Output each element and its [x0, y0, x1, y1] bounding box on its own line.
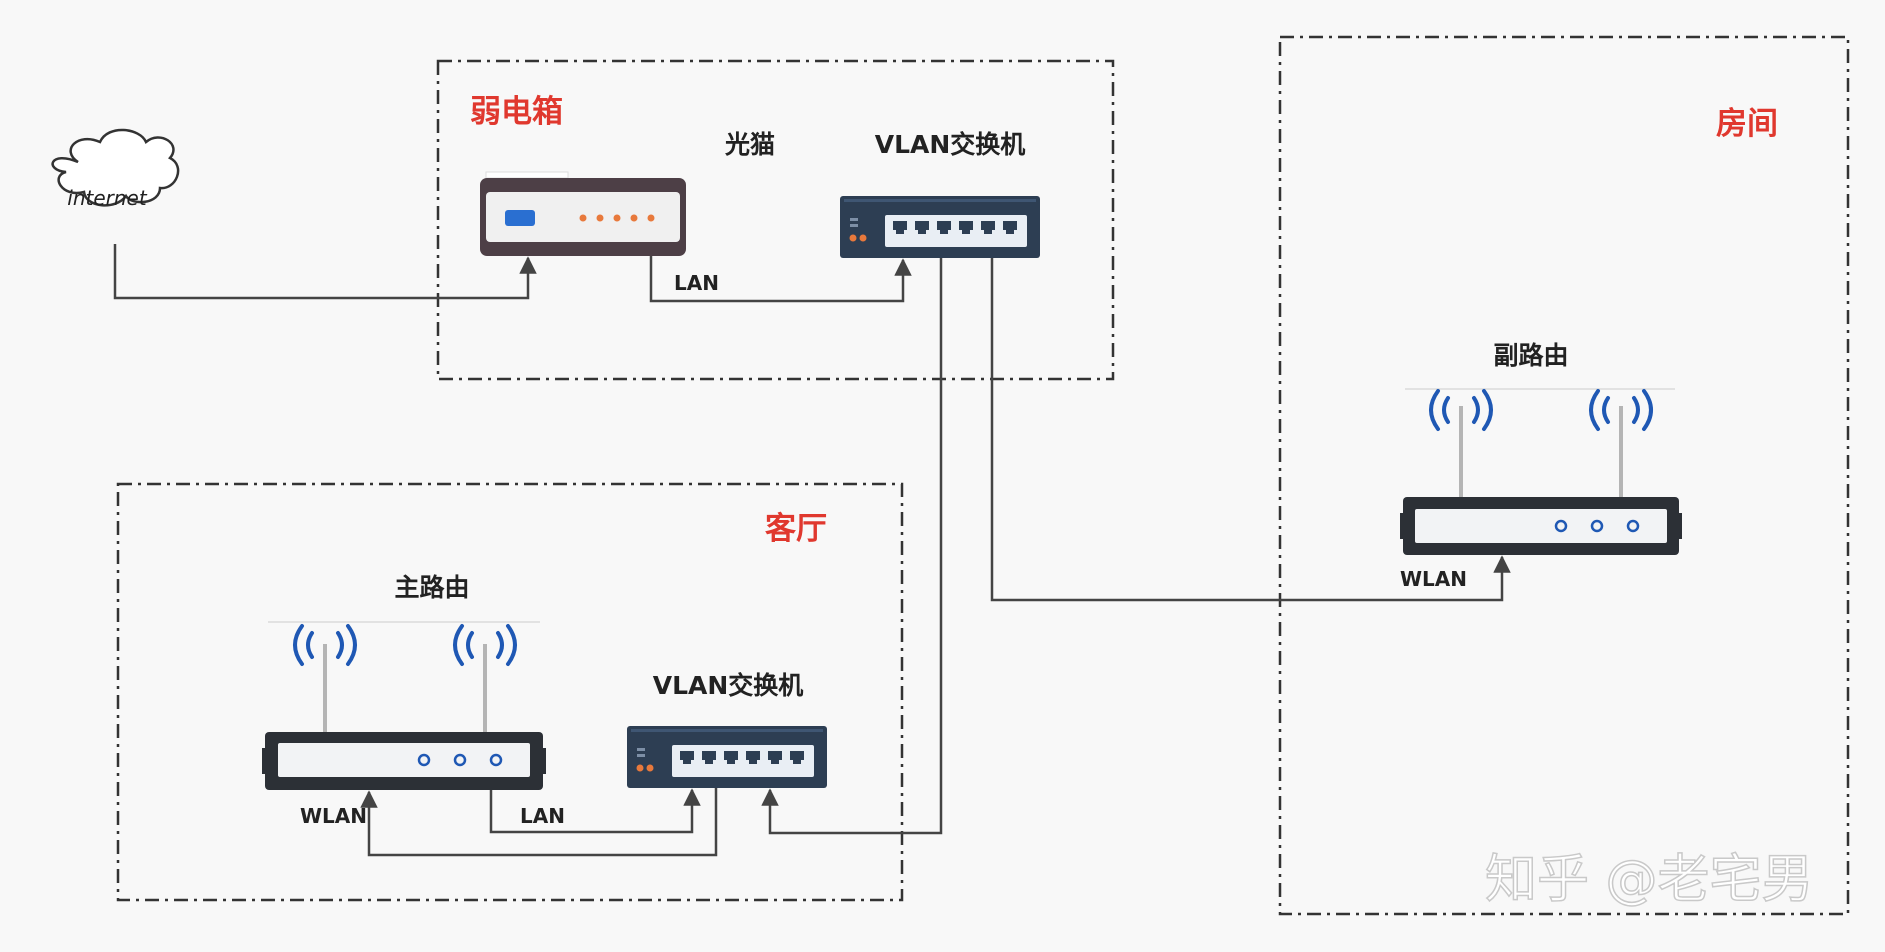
modem-label: 光猫: [724, 130, 775, 159]
main-router-label: 主路由: [394, 573, 469, 602]
wifi-signal-icon: [1429, 389, 1653, 431]
port-label-main-wlan: WLAN: [300, 804, 367, 828]
link-switch-main-router: [360, 788, 718, 857]
port-label-sub-wlan: WLAN: [1400, 567, 1467, 591]
port-label-main-lan: LAN: [520, 804, 565, 828]
vlan-switch-living-label: VLAN交换机: [653, 671, 804, 700]
vlan-switch-top-label: VLAN交换机: [875, 130, 1026, 159]
link-modem-switch: [649, 256, 912, 303]
zone-title-living-room: 客厅: [765, 511, 827, 547]
link-internet-modem: [113, 244, 537, 300]
sub-router: [1400, 388, 1682, 555]
link-switch-living-switch: [761, 258, 943, 835]
modem-indicator-icon: [505, 210, 535, 226]
zone-title-room: 房间: [1716, 106, 1778, 142]
zone-room: [1278, 35, 1850, 916]
optical-modem: [480, 171, 686, 256]
sub-router-label: 副路由: [1493, 341, 1568, 370]
zone-weak-box: [436, 59, 1115, 381]
vlan-switch-living: [627, 726, 827, 788]
link-switch-sub-router: [990, 258, 1511, 602]
watermark: 知乎 @老宅男: [1485, 850, 1814, 910]
vlan-switch-top: [840, 196, 1040, 258]
zone-title-weak-box: 弱电箱: [470, 94, 563, 130]
link-main-router-switch: [489, 788, 701, 834]
internet-label: internet: [67, 186, 148, 210]
wifi-signal-icon: [293, 624, 517, 666]
port-label-modem-lan: LAN: [674, 271, 719, 295]
main-router: [262, 621, 546, 790]
internet-cloud-icon: internet: [51, 128, 180, 210]
zone-living-room: [116, 482, 904, 902]
